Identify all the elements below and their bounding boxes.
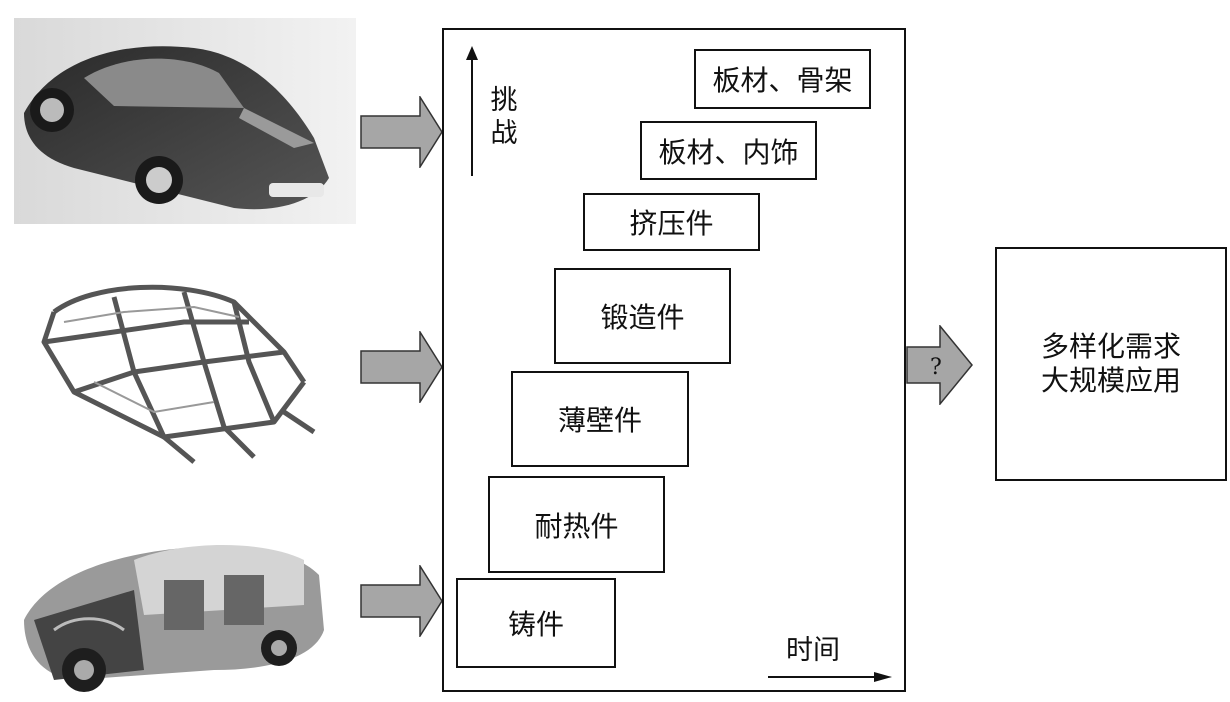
arrow-top [360, 96, 444, 168]
time-axis-arrow [768, 669, 892, 685]
arrow-bottom [360, 565, 444, 637]
step-sheet-frame: 板材、骨架 [694, 49, 871, 109]
time-axis-label: 时间 [786, 635, 840, 666]
challenge-axis-label: 挑战 [490, 85, 518, 149]
car-frame-image [14, 262, 356, 470]
arrow-middle [360, 331, 444, 403]
step-sheet-interior: 板材、内饰 [640, 121, 817, 180]
result-line-1: 多样化需求 [1040, 330, 1181, 363]
challenge-axis-arrow [462, 46, 482, 178]
car-body-image [14, 18, 356, 224]
step-casting: 铸件 [456, 578, 616, 668]
process-box [442, 28, 906, 692]
car-cutaway-image [14, 520, 356, 698]
step-extrusion: 挤压件 [583, 193, 760, 251]
step-forging: 锻造件 [554, 268, 731, 364]
question-mark: ? [930, 355, 942, 380]
result-box: 多样化需求 大规模应用 [995, 247, 1227, 481]
step-heat-resistant: 耐热件 [488, 476, 665, 573]
arrow-output [906, 325, 974, 405]
step-thin-wall: 薄壁件 [511, 371, 689, 467]
result-line-2: 大规模应用 [1040, 364, 1181, 397]
